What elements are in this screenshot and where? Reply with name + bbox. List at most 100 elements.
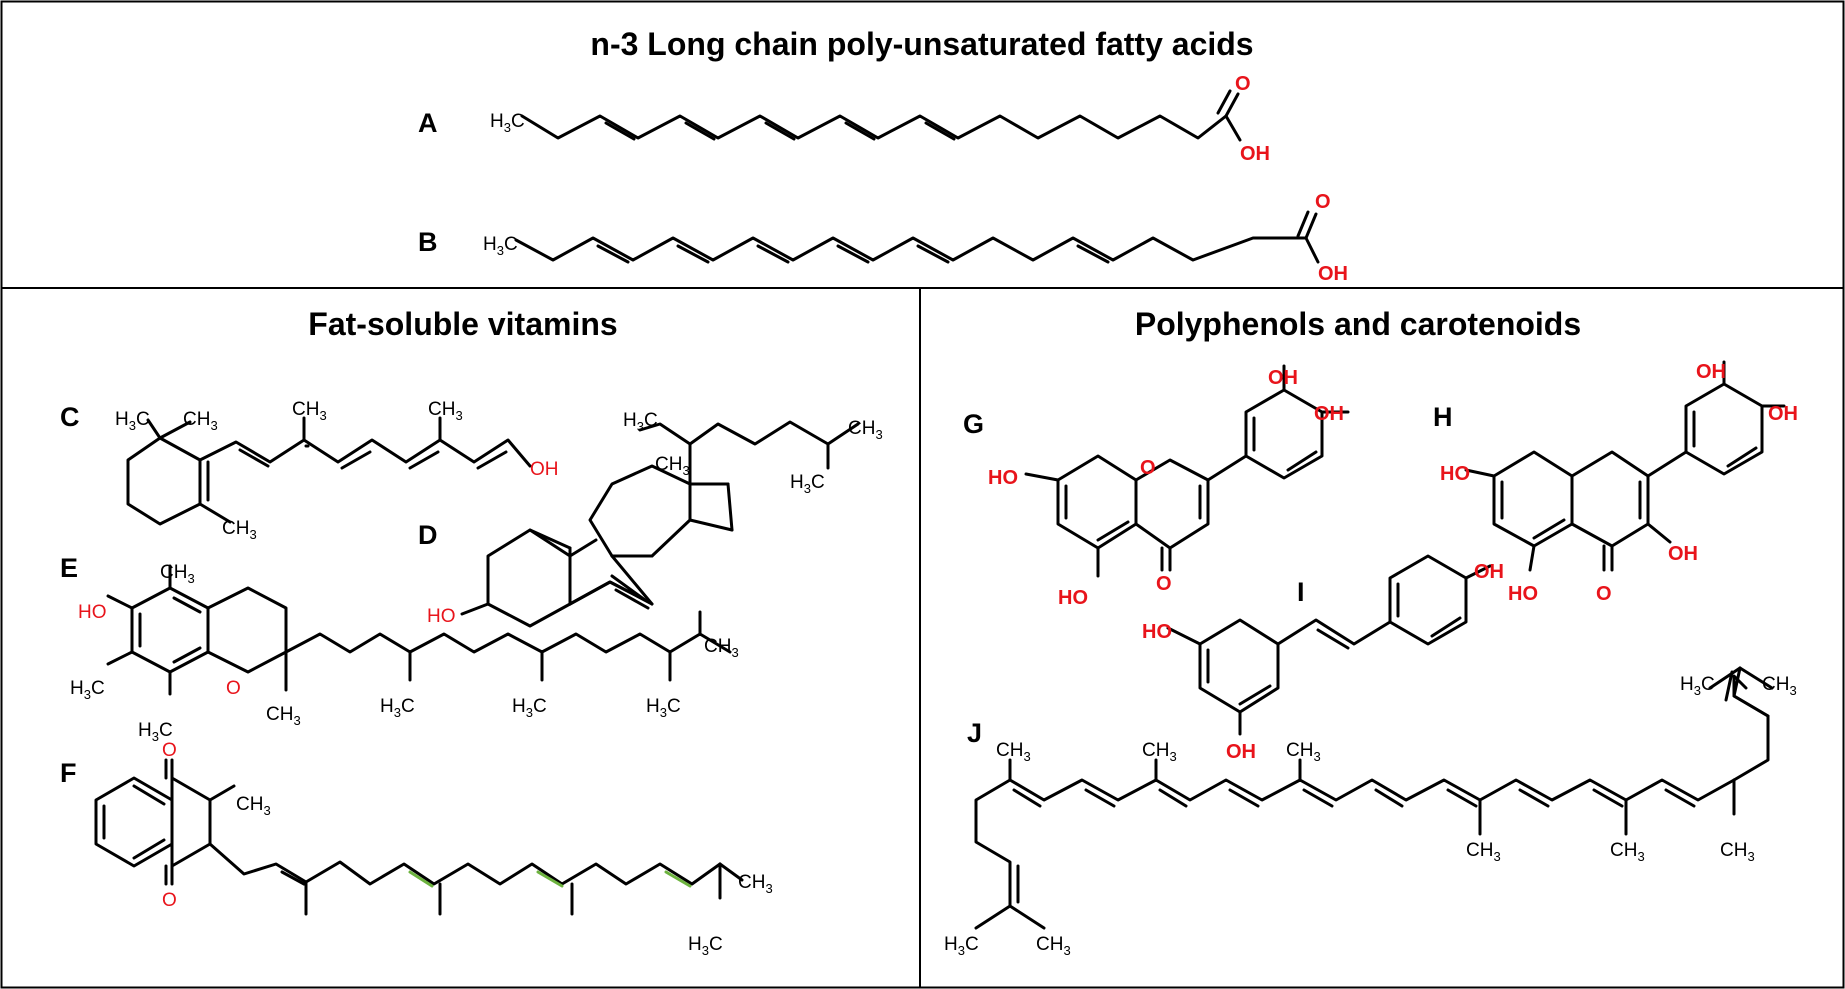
atom-o: O: [1140, 457, 1156, 479]
double-bond: [1430, 616, 1462, 638]
double-bond: [1374, 788, 1404, 808]
atom-ch3: CH3: [222, 518, 257, 542]
a-ring: [1056, 454, 1138, 550]
atom-ch3: CH3: [1610, 840, 1645, 864]
double-bond: [1012, 788, 1042, 808]
carbonyl-bond: [1296, 210, 1310, 238]
double-bond: [172, 596, 202, 614]
double-bond: [596, 244, 630, 264]
label-c: C: [60, 402, 80, 432]
double-bond: [172, 646, 202, 664]
molecule-c: H3C CH3 CH3 CH3 CH3 OH: [115, 399, 559, 542]
double-bond: [836, 244, 870, 264]
double-bond: [1238, 684, 1272, 706]
label-f: F: [60, 758, 77, 788]
bond: [1206, 454, 1248, 482]
hydroxyl-bond: [460, 602, 490, 616]
double-bond: [132, 838, 166, 860]
terminal-chain-right: [1732, 666, 1770, 718]
atom-ch3: CH3: [738, 872, 773, 896]
atom-ch3: CH3: [1720, 840, 1755, 864]
atom-h3c: H3C: [70, 678, 105, 702]
label-b: B: [418, 227, 438, 257]
highlighted-double-bond: [664, 870, 692, 888]
methyl-bond: [1738, 666, 1774, 690]
hydroxyl-bond: [1024, 472, 1060, 482]
molecule-j: CH3 CH3 CH3 CH3 CH3 CH3 H3C CH3 H3C CH3: [944, 666, 1797, 958]
side-chain-bonds: [688, 420, 860, 446]
double-bond: [1532, 518, 1566, 540]
atom-oh: OH: [1240, 143, 1270, 165]
double-bond: [676, 244, 710, 264]
hydroxyl-bond: [1166, 626, 1202, 646]
molecule-e: CH3 HO H3C H3C O CH3 CH3 H3C H3C H3C: [70, 562, 739, 744]
double-bond: [1096, 520, 1130, 542]
atom-ch3: CH3: [266, 704, 301, 728]
phenol-ring: [1388, 554, 1468, 646]
atom-ho: HO: [78, 602, 107, 623]
atom-o: O: [162, 890, 177, 911]
double-bond: [764, 121, 796, 141]
chain-bonds: [520, 114, 1228, 140]
top-panel-title: n-3 Long chain poly-unsaturated fatty ac…: [590, 26, 1253, 62]
atom-ch3: CH3: [1762, 674, 1797, 698]
atom-ho: HO: [427, 606, 456, 627]
molecule-d: HO CH3 H3C CH3 H3C: [427, 410, 883, 628]
aromatic-ring: [130, 586, 210, 674]
c-ring: [1570, 450, 1650, 548]
bond: [610, 554, 654, 606]
molecule-g: O O HO HO OH OH: [988, 364, 1350, 609]
atom-ch3: CH3: [655, 454, 690, 478]
atom-h3c: H3C: [1680, 674, 1715, 698]
a-ring: [1492, 450, 1574, 548]
atom-ch3: CH3: [236, 794, 271, 818]
highlighted-double-bond: [408, 870, 434, 888]
atom-h3c: H3C: [380, 696, 415, 720]
double-bond: [238, 448, 270, 468]
double-bond: [1316, 628, 1350, 650]
atom-ho: HO: [988, 467, 1018, 489]
carbonyl-bond: [1304, 212, 1318, 240]
hydroxyl-bond: [1528, 544, 1536, 572]
double-bond: [132, 784, 166, 806]
atom-ch3: CH3: [292, 399, 327, 423]
methyl-bond: [106, 650, 134, 666]
molecule-i: HO OH OH: [1142, 554, 1504, 763]
molecule-h: O OH HO HO OH OH: [1440, 360, 1798, 605]
atom-ch3: CH3: [428, 399, 463, 423]
double-bond: [1664, 788, 1696, 808]
double-bond: [476, 450, 508, 470]
double-bond: [844, 121, 876, 141]
bond: [1646, 450, 1688, 478]
atom-ch3: CH3: [848, 418, 883, 442]
double-bond: [408, 450, 440, 470]
atom-oh: OH: [1768, 403, 1798, 425]
hydroxyl-bond: [106, 594, 134, 610]
double-bond: [1446, 788, 1478, 808]
atom-ho: HO: [1440, 463, 1470, 485]
atom-ch3: CH3: [1142, 740, 1177, 764]
label-i: I: [1297, 577, 1305, 607]
chain-bonds: [514, 236, 1308, 262]
methyl-bond: [718, 862, 744, 882]
atom-ch3: CH3: [1466, 840, 1501, 864]
atom-oh: OH: [1318, 263, 1348, 285]
double-bond: [1302, 788, 1334, 808]
double-bond: [1084, 788, 1116, 808]
atom-h3c: H3C: [944, 934, 979, 958]
benzene-ring: [94, 776, 174, 868]
terminal-chain-left: [974, 778, 1012, 930]
methyl-bond: [1708, 666, 1742, 690]
carbonyl-bond: [1224, 92, 1240, 118]
double-bond: [1158, 788, 1188, 808]
atom-h3c: H3C: [623, 410, 658, 434]
molecule-a: H3C O OH: [490, 73, 1270, 165]
c-ring: [1134, 458, 1210, 550]
atom-ch3: CH3: [1036, 934, 1071, 958]
double-bond: [1518, 788, 1550, 808]
atom-ch3: CH3: [704, 636, 739, 660]
double-bond: [1726, 446, 1758, 468]
label-e: E: [60, 553, 78, 583]
side-chain-bonds: [638, 422, 692, 486]
bond: [726, 482, 734, 532]
